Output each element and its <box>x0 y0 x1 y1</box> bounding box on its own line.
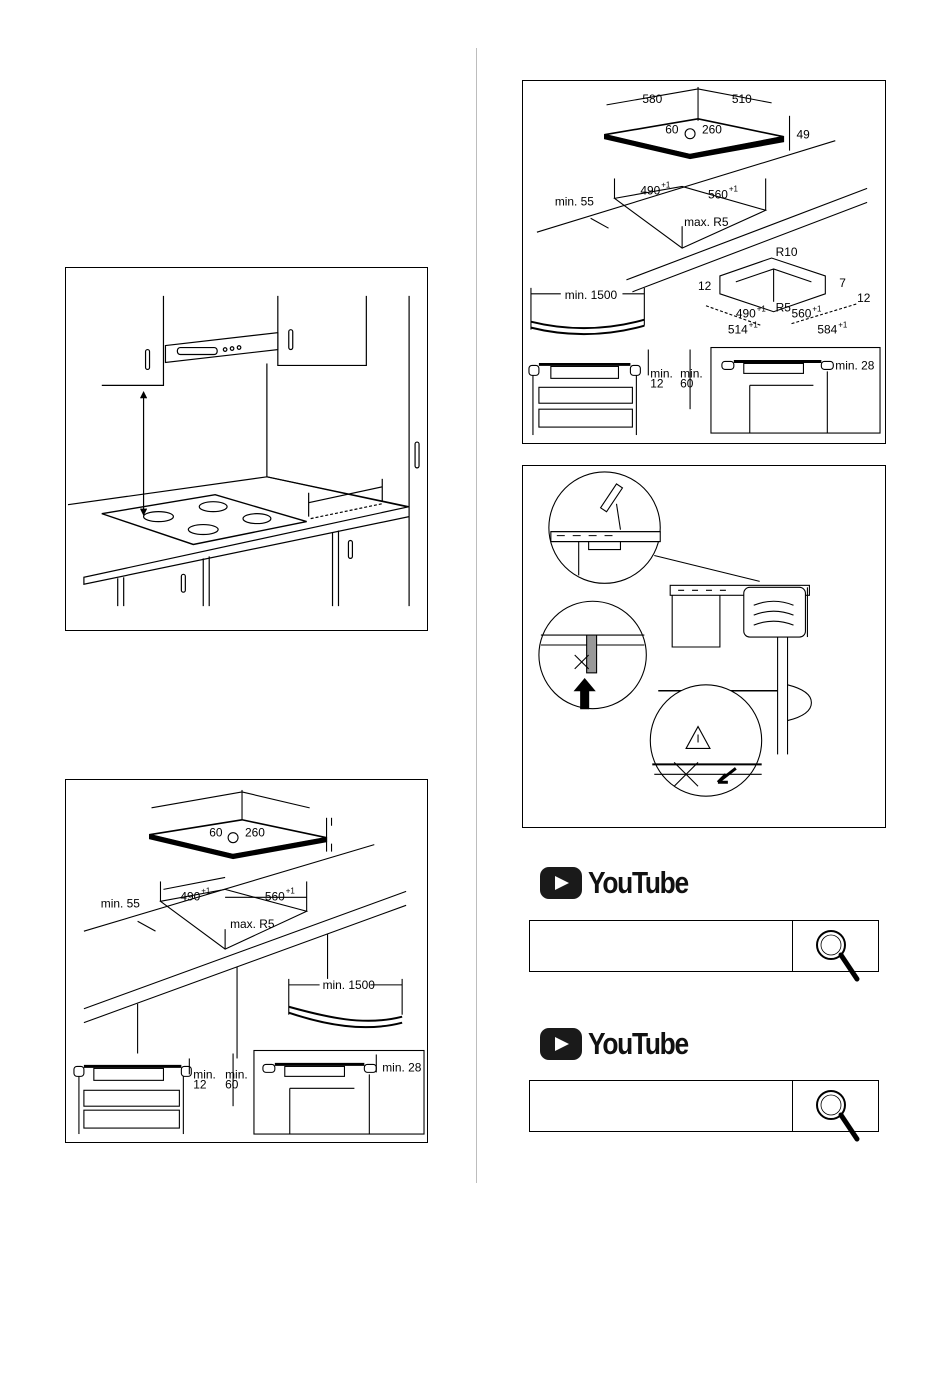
dim-max-r5: max. R5 <box>230 917 275 931</box>
dim-490-sup: +1 <box>201 886 211 895</box>
dim-max-r5: max. R5 <box>684 215 729 229</box>
dim-49: 49 <box>796 128 810 142</box>
youtube-search-button-1[interactable] <box>792 921 878 971</box>
dim-min1500: min. 1500 <box>565 288 618 302</box>
youtube-logo-2: YouTube <box>540 1027 706 1061</box>
dim-490: 490 <box>640 183 660 197</box>
dim-584-sup: +1 <box>838 321 848 330</box>
youtube-logo-1: YouTube <box>540 866 706 900</box>
dim-60b: 60 <box>680 376 694 390</box>
youtube-wordmark: YouTube <box>588 865 688 901</box>
dim-560-sup: +1 <box>286 886 296 895</box>
dim-min55: min. 55 <box>101 896 140 910</box>
dim-490-sup: +1 <box>661 180 671 189</box>
dim-min28: min. 28 <box>835 358 874 372</box>
dim-490: 490 <box>180 889 200 903</box>
dim-260: 260 <box>702 123 722 137</box>
installation-drawing-left: 60 260 490 +1 560 +1 min. 55 max. R5 min… <box>66 780 427 1142</box>
dim-7: 7 <box>839 276 846 290</box>
dim-12c: 12 <box>650 376 664 390</box>
dim-560b-sup: +1 <box>812 305 822 314</box>
dim-560-sup: +1 <box>729 184 739 193</box>
youtube-wordmark: YouTube <box>588 1026 688 1062</box>
dim-12b: 12 <box>857 291 871 305</box>
dim-560: 560 <box>265 889 285 903</box>
dim-514: 514 <box>728 323 748 337</box>
youtube-search-button-2[interactable] <box>792 1081 878 1131</box>
dim-560b: 560 <box>792 307 812 321</box>
figure-sealing-detail <box>522 465 886 828</box>
column-divider <box>476 48 477 1183</box>
dim-12a: 12 <box>698 279 712 293</box>
youtube-search-input-1[interactable] <box>530 921 793 971</box>
dim-min55: min. 55 <box>555 194 594 208</box>
dim-60: 60 <box>665 123 679 137</box>
dim-r5: R5 <box>776 301 792 315</box>
dim-510: 510 <box>732 92 752 106</box>
dim-580: 580 <box>642 92 662 106</box>
dim-490b: 490 <box>736 307 756 321</box>
play-icon <box>540 867 582 899</box>
magnifier-icon <box>813 1087 861 1143</box>
installation-drawing-right: 580 510 60 260 49 490 +1 560 +1 min. 55 … <box>523 81 885 443</box>
youtube-search-input-2[interactable] <box>530 1081 793 1131</box>
magnifier-icon <box>813 927 861 983</box>
dim-584: 584 <box>817 323 837 337</box>
dim-min28: min. 28 <box>382 1060 421 1074</box>
dim-12: 12 <box>193 1077 207 1091</box>
dim-min1500: min. 1500 <box>323 978 376 992</box>
dim-260: 260 <box>245 826 265 840</box>
youtube-search-box-2 <box>529 1080 879 1132</box>
figure-cabinet-clearance <box>65 267 428 631</box>
figure-installation-dimensions-right: 580 510 60 260 49 490 +1 560 +1 min. 55 … <box>522 80 886 444</box>
cabinet-clearance-drawing <box>66 268 427 630</box>
dim-60: 60 <box>209 826 223 840</box>
sealing-drawing <box>523 466 885 827</box>
figure-installation-dimensions-left: 60 260 490 +1 560 +1 min. 55 max. R5 min… <box>65 779 428 1143</box>
dim-r10: R10 <box>776 245 798 259</box>
dim-490b-sup: +1 <box>757 305 767 314</box>
play-icon <box>540 1028 582 1060</box>
youtube-search-box-1 <box>529 920 879 972</box>
dim-60b: 60 <box>225 1077 239 1091</box>
dim-560: 560 <box>708 187 728 201</box>
